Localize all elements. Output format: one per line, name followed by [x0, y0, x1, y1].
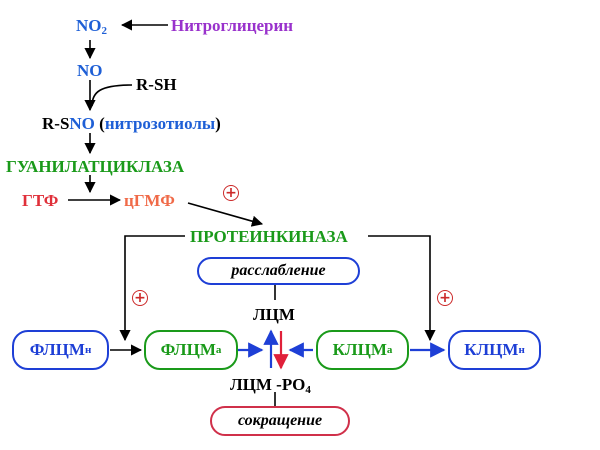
- rsh-label: R-SH: [136, 75, 177, 94]
- gtp-label: ГТФ: [22, 191, 59, 210]
- arrow-rsh-curve: [91, 84, 133, 107]
- lcm-label: ЛЦМ: [253, 305, 295, 324]
- plus-left-icon: +: [132, 290, 148, 306]
- lcm-po4-label: ЛЦМ -РО4: [230, 375, 311, 396]
- plus-cgmp-icon: +: [223, 185, 239, 201]
- relaxation-box: расслабление: [197, 257, 360, 285]
- plus-right-icon: +: [437, 290, 453, 306]
- contraction-box: сокращение: [210, 406, 350, 436]
- protein-kinase-label: ПРОТЕИНКИНАЗА: [190, 227, 348, 246]
- no-label: NO: [77, 61, 103, 80]
- rsno-label: R-SNO (нитрозотиолы): [42, 114, 221, 133]
- cgmp-label: цГМФ: [124, 191, 175, 210]
- guanylate-cyclase-label: ГУАНИЛАТЦИКЛАЗА: [6, 157, 185, 176]
- arrow-pk-to-klcm-n: [368, 235, 436, 342]
- no2-label: NO2: [76, 16, 107, 37]
- arrow-pk-to-flcm-a: [119, 235, 185, 342]
- nitroglycerin-label: Нитроглицерин: [171, 16, 294, 35]
- arrow-cgmp-to-pk: [187, 202, 264, 227]
